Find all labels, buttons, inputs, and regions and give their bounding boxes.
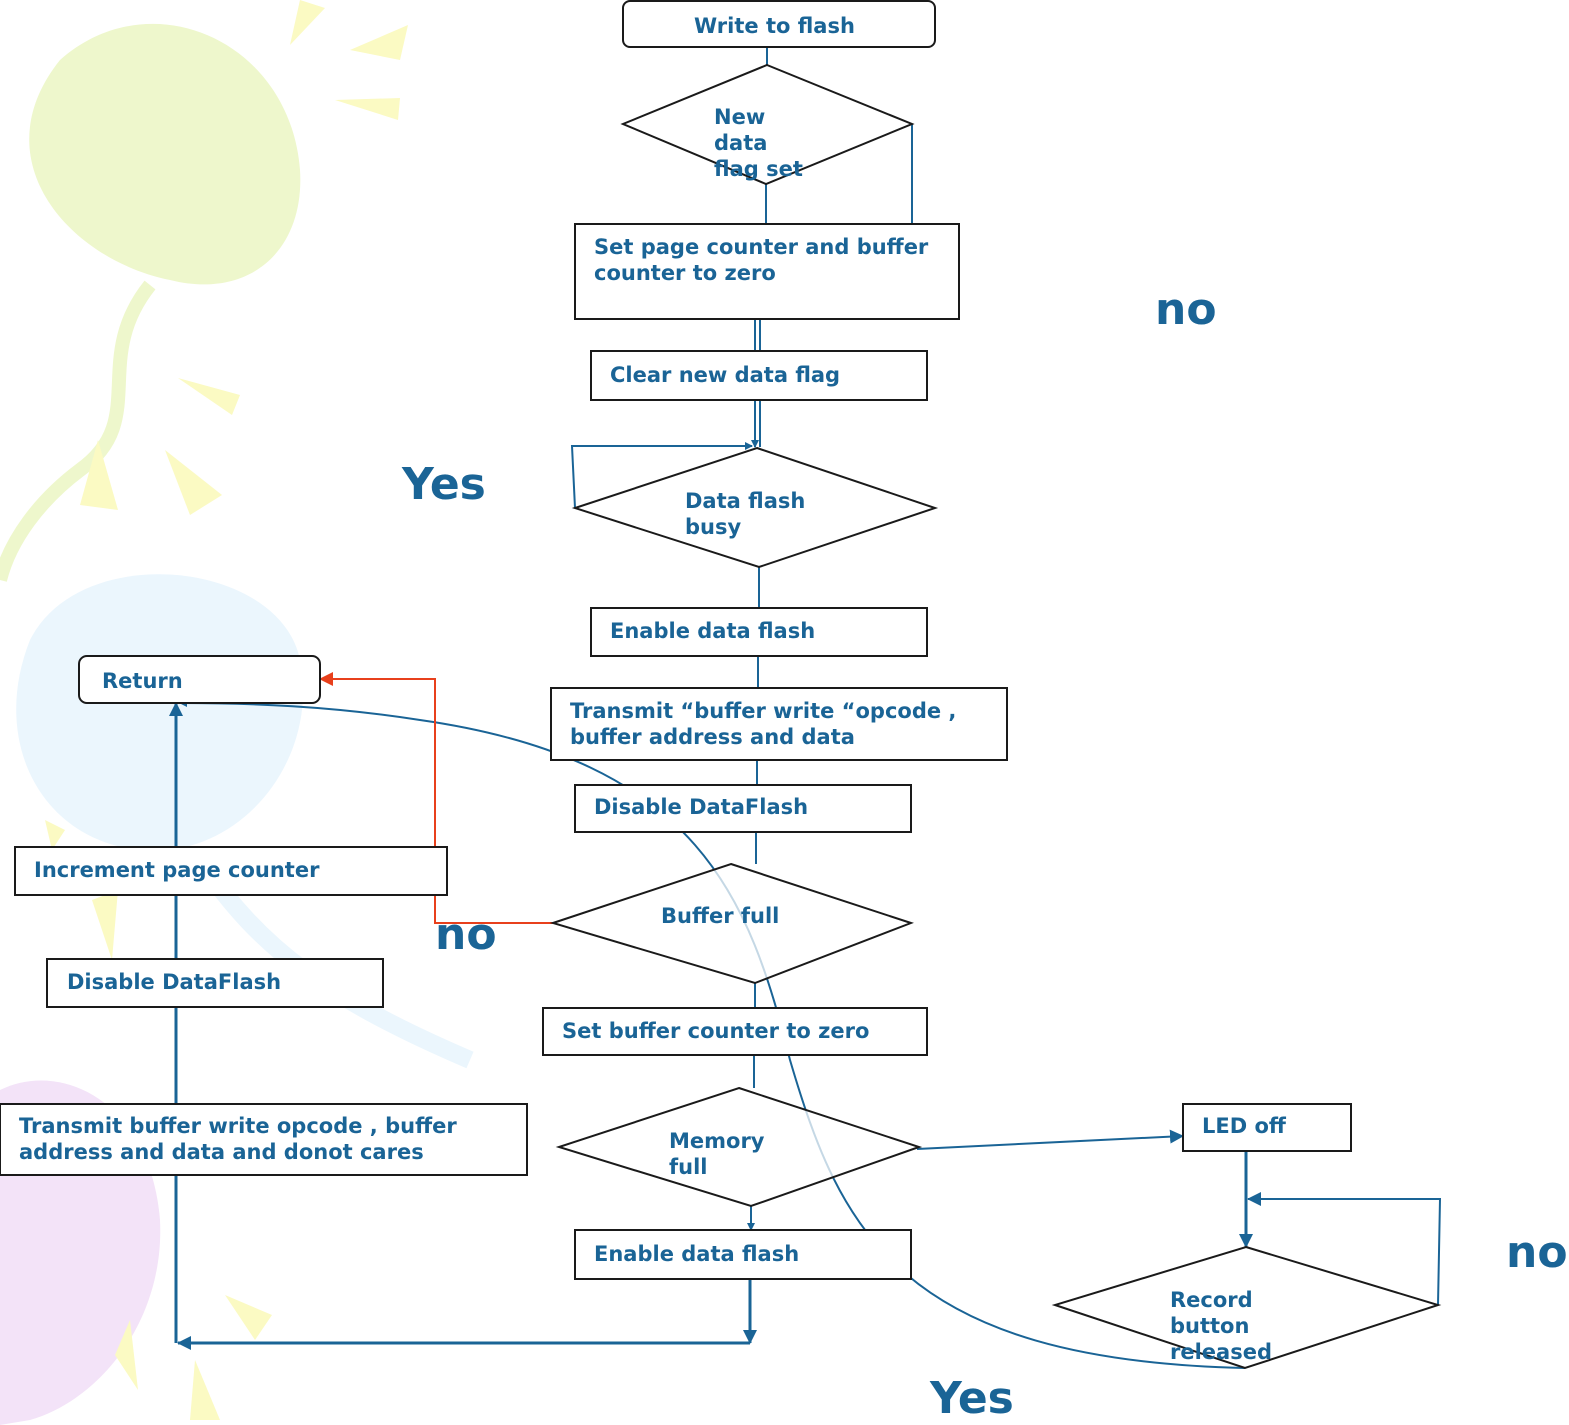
write-to-flash-box xyxy=(622,0,936,48)
record-button-released-label: Record button released xyxy=(1170,1288,1272,1364)
memory-full-label: Memory full xyxy=(669,1129,765,1179)
return-label: Return xyxy=(102,669,183,693)
clear-new-data-flag-label: Clear new data flag xyxy=(610,363,841,387)
set-buffer-zero-label: Set buffer counter to zero xyxy=(562,1019,870,1043)
new-data-flag-label: New data flag set xyxy=(714,105,803,181)
data-flash-busy-diamond xyxy=(571,446,939,569)
no-label-buffer-full: no xyxy=(435,909,497,960)
disable-dataflash-box-1 xyxy=(574,784,912,833)
data-flash-busy-label: Data flash busy xyxy=(685,489,806,539)
set-page-buffer-zero-label: Set page counter and buffer counter to z… xyxy=(594,235,929,285)
yes-label-bottom: Yes xyxy=(930,1373,1014,1424)
transmit-buffer-write-label: Transmit “buffer write “opcode , buffer … xyxy=(570,699,957,749)
enable-data-flash-label-2: Enable data flash xyxy=(594,1242,800,1266)
disable-dataflash-label-2: Disable DataFlash xyxy=(67,970,282,994)
write-to-flash-label: Write to flash xyxy=(694,14,855,38)
increment-page-counter-box xyxy=(14,846,448,896)
no-label-record-button: no xyxy=(1506,1227,1568,1278)
sun-rays xyxy=(45,0,408,1420)
increment-page-counter-label: Increment page counter xyxy=(34,858,320,882)
disable-dataflash-box-2 xyxy=(46,958,384,1008)
memory-full-diamond xyxy=(555,1086,923,1208)
process-boxes xyxy=(0,0,1352,1280)
clear-new-data-flag-box xyxy=(590,350,928,401)
disable-dataflash-label-1: Disable DataFlash xyxy=(594,795,809,819)
new-data-flag-diamond xyxy=(620,63,915,186)
buffer-full-label: Buffer full xyxy=(661,904,780,928)
transmit-opcode-donot-cares-box xyxy=(0,1103,528,1176)
set-buffer-zero-box xyxy=(542,1007,928,1056)
set-page-buffer-zero-box xyxy=(574,223,960,320)
transmit-buffer-write-box xyxy=(550,687,1008,761)
transmit-opcode-donot-cares-label: Transmit buffer write opcode , buffer ad… xyxy=(19,1114,457,1164)
buffer-full-diamond xyxy=(549,862,914,985)
led-off-box xyxy=(1182,1103,1352,1152)
yes-label-left: Yes xyxy=(402,459,486,510)
return-box xyxy=(78,655,321,704)
decision-diamonds xyxy=(549,63,1442,1370)
enable-data-flash-label-1: Enable data flash xyxy=(610,619,816,643)
led-off-label: LED off xyxy=(1202,1114,1286,1138)
enable-data-flash-box-2 xyxy=(574,1229,912,1280)
record-button-diamond xyxy=(1051,1245,1442,1370)
no-label-right: no xyxy=(1155,284,1217,335)
no-branch-connector xyxy=(319,672,553,924)
enable-data-flash-box-1 xyxy=(590,607,928,657)
